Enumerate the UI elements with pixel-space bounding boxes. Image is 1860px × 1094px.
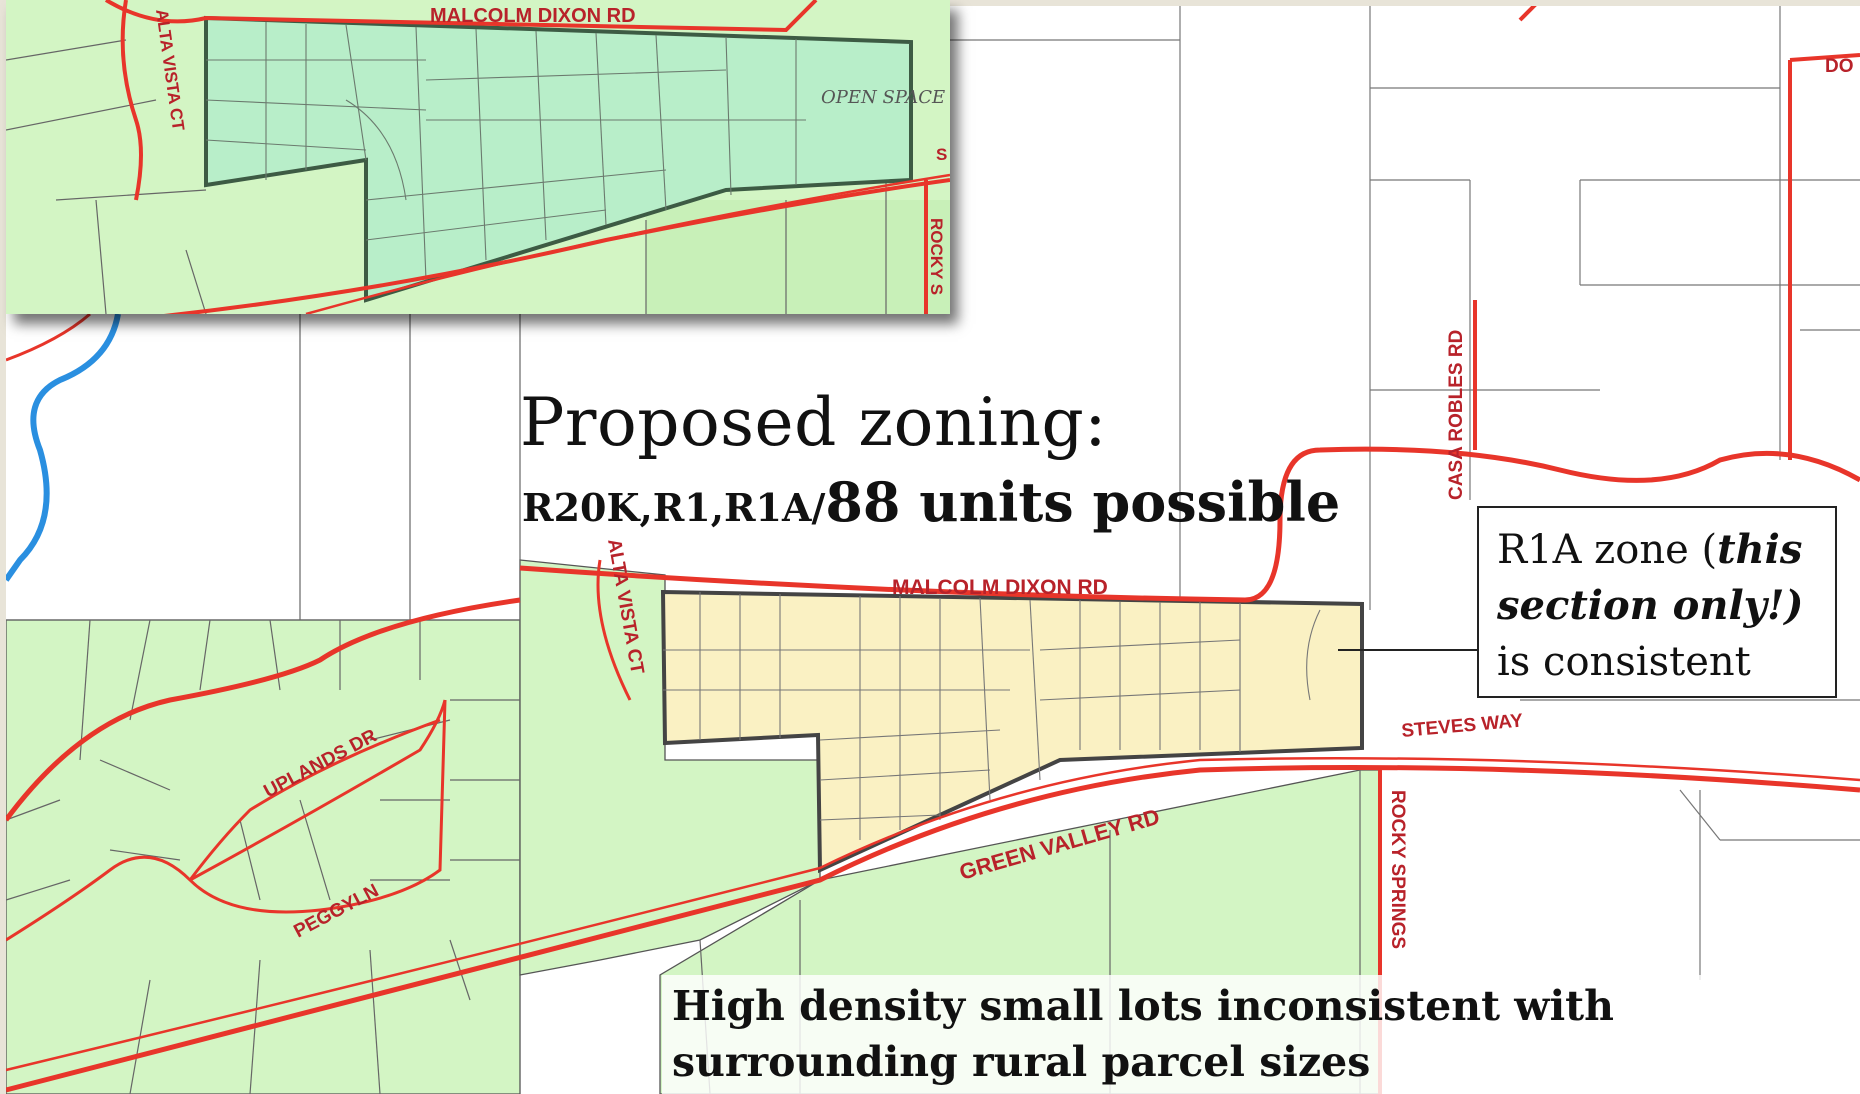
creek bbox=[3, 313, 121, 582]
inset-subdivision bbox=[204, 15, 913, 303]
inset-label-s: S bbox=[936, 145, 947, 164]
label-rocky-springs: ROCKY SPRINGS bbox=[1387, 790, 1408, 949]
label-do: DO bbox=[1825, 56, 1854, 77]
units-possible: 88 units possible bbox=[825, 470, 1341, 534]
callout-line2-emph: section only!) bbox=[1497, 582, 1804, 629]
page-title: Proposed zoning: bbox=[520, 384, 1107, 461]
right-parcel-lines bbox=[950, 0, 1860, 980]
inset-open-space-label: OPEN SPACE bbox=[821, 87, 945, 108]
inset-label-rocky: ROCKY S bbox=[927, 218, 946, 295]
inset-label-malcolm-dixon: MALCOLM DIXON RD bbox=[430, 5, 636, 27]
frame-edge-left bbox=[0, 0, 6, 1094]
proposed-subdivision bbox=[660, 589, 1364, 874]
roads bbox=[3, 0, 1860, 1094]
zoning-codes: R20K,R1,R1A/ bbox=[522, 485, 826, 530]
callout-line3: is consistent bbox=[1497, 639, 1751, 685]
callout-line1-plain: R1A zone ( bbox=[1497, 527, 1718, 573]
r1a-callout: R1A zone (this section only!) is consist… bbox=[1477, 506, 1837, 698]
zoning-subtitle: R20K,R1,R1A/88 units possible bbox=[522, 470, 1340, 534]
density-note: High density small lots inconsistent wit… bbox=[662, 975, 1860, 1094]
label-malcolm-dixon: MALCOLM DIXON RD bbox=[892, 576, 1108, 599]
label-casa-robles: CASA ROBLES RD bbox=[1446, 330, 1467, 500]
inset-original-map: MALCOLM DIXON RD ALTA VISTA CT OPEN SPAC… bbox=[6, 0, 950, 314]
callout-line1-emph: this bbox=[1717, 526, 1803, 573]
frame-edge-top bbox=[950, 0, 1860, 6]
